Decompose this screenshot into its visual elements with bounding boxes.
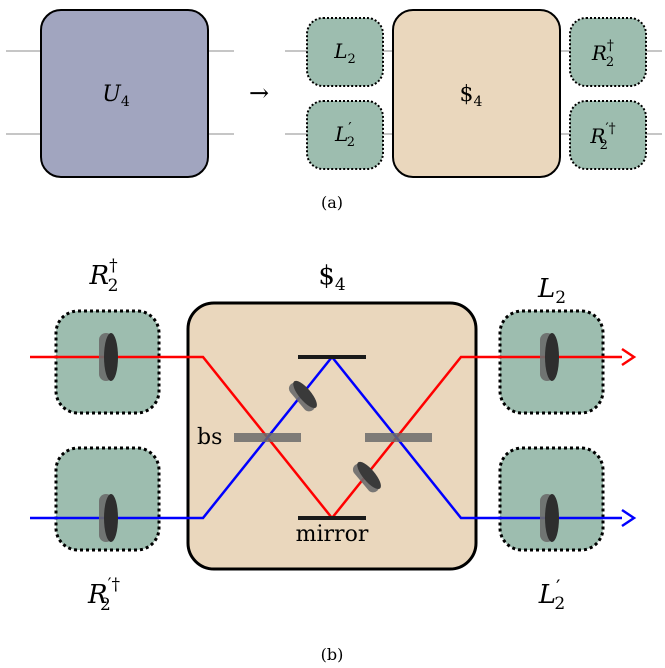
bs-label: bs: [197, 425, 222, 450]
beam-splitter-left: [234, 433, 301, 442]
l2-label-b: L2: [537, 274, 566, 308]
phase-plate-upper: [288, 380, 317, 412]
u4-box: [40, 9, 209, 178]
mirror-top: [298, 355, 366, 359]
l2p-label-a: L′2: [334, 119, 355, 150]
u4-label: U4: [102, 82, 130, 110]
s4-label-a: $4: [460, 82, 483, 110]
arrow-right: →: [249, 79, 269, 107]
l2p-label-b: L′2: [538, 576, 565, 614]
l2p-box-a: [306, 100, 384, 170]
red-arrowhead: [621, 347, 637, 367]
mirror-label: mirror: [296, 522, 369, 547]
r2d-label-b: R†2: [89, 256, 119, 296]
l2-box-a: [306, 17, 384, 87]
r2d-label-a: R†2: [591, 38, 614, 70]
r2pd-box-a: [569, 100, 647, 170]
plate-l2: [540, 333, 559, 381]
r2pd-label-b: R′†2: [87, 575, 120, 615]
l2-label-a: L2: [333, 39, 356, 67]
caption-b: (b): [321, 645, 344, 664]
plate-r2d: [99, 333, 118, 381]
s4-box-b: [186, 301, 478, 571]
s4-box-a: [392, 9, 561, 178]
mirror-bottom: [298, 516, 366, 520]
plate-l2p: [540, 494, 559, 542]
r2pd-label-a: R′†2: [589, 121, 615, 153]
caption-a: (a): [321, 193, 343, 212]
phase-plate-lower: [352, 461, 381, 493]
blue-arrowhead: [621, 508, 637, 528]
plate-r2pd: [99, 494, 118, 542]
panel-b: R†2 $4 L2: [30, 256, 637, 664]
beam-splitter-right: [365, 433, 432, 442]
panel-a: U4 → L2 L′2 $4 R†2 R′†2 (a): [6, 9, 662, 212]
r2d-box-a: [569, 17, 647, 87]
s4-label-b: $4: [318, 261, 345, 295]
